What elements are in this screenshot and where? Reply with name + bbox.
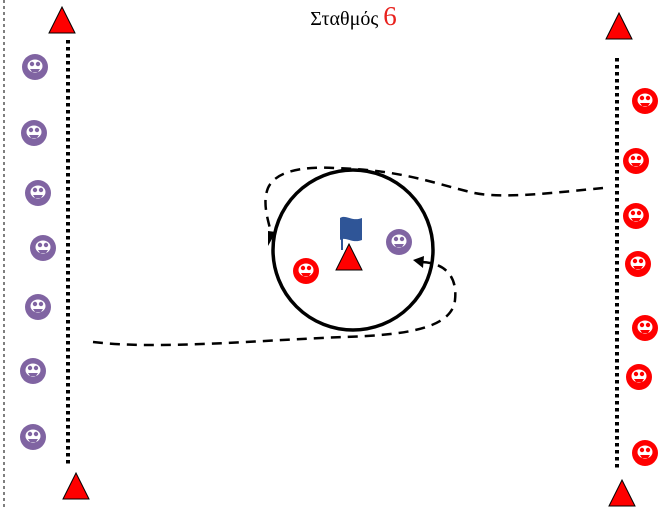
purple-player-icon <box>30 235 56 261</box>
arrow-head-icon <box>413 256 424 268</box>
station-number: 6 <box>383 1 397 31</box>
purple-player-icon <box>21 120 47 146</box>
red-player-icon <box>293 258 319 284</box>
purple-player-icon <box>20 424 46 450</box>
purple-player-icon <box>20 358 46 384</box>
center-circle <box>271 168 435 332</box>
purple-player-icon <box>25 294 51 320</box>
cone-icon <box>62 472 90 500</box>
station-title: Σταθμός 6 <box>0 0 667 35</box>
cone-icon <box>605 12 633 40</box>
red-player-icon <box>623 203 649 229</box>
flag-icon <box>340 216 362 250</box>
purple-player-icon <box>25 180 51 206</box>
purple-player-icon <box>22 54 48 80</box>
red-player-icon <box>626 364 652 390</box>
red-player-icon <box>632 315 658 341</box>
center-cone-icon <box>335 243 363 271</box>
purple-player-icon <box>386 229 412 255</box>
cone-icon <box>608 479 636 507</box>
run-path-lower <box>92 260 457 347</box>
station-title-label: Σταθμός <box>310 8 379 30</box>
cone-icon <box>48 6 76 34</box>
red-player-icon <box>623 148 649 174</box>
arrow-head-icon <box>268 231 276 246</box>
run-path-upper <box>264 166 604 237</box>
red-player-icon <box>632 88 658 114</box>
red-player-icon <box>632 440 658 466</box>
red-player-icon <box>625 251 651 277</box>
